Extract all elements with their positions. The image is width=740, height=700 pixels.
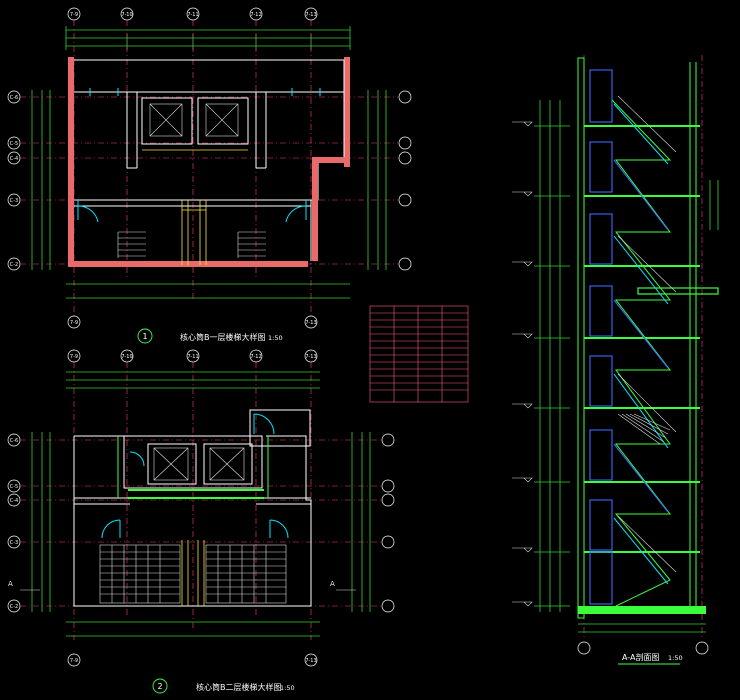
plan2-section-marker-left: A [8,580,13,588]
plan1-axis-left-3: C-3 [10,198,18,204]
plan1-axis-top-1: 7-10 [121,12,132,18]
plan1-axis-top-3: 7-12 [250,12,261,18]
plan2-axis-left-2: C-4 [10,498,18,504]
plan1-title: 核心筒B一层楼梯大样图 [180,332,266,342]
plan2-number: 2 [157,682,162,691]
section-aa: A-A剖面图 1:50 [512,55,719,665]
plan1-axis-top-2: 7-11 [187,12,198,18]
plan2-axis-top-0: 7-9 [70,354,78,360]
plan2-axis-left-0: C-6 [10,438,18,444]
plan2-axis-top-2: 7-11 [187,354,198,360]
plan2-axis-left-3: C-3 [10,540,18,546]
plan2-axis-top-4: 7-13 [305,354,316,360]
elevation-table [369,305,469,403]
plan2-axis-left-4: C-2 [10,604,18,610]
plan2-axis-left-1: C-5 [10,484,18,490]
plan1-axis-top-0: 7-9 [70,12,78,18]
plan-2: 7-9 7-10 7-11 7-12 7-13 C-6 C-5 C-4 C-3 … [7,349,395,694]
plan1-axis-left-0: C-6 [10,95,18,101]
section-scale: 1:50 [668,654,683,662]
plan1-axis-left: C-6 C-5 C-4 C-3 C-2 [7,90,412,271]
plan1-scale: 1:50 [268,334,283,342]
plan2-axis-top: 7-9 7-10 7-11 7-12 7-13 [67,349,318,363]
plan2-axis-top-1: 7-10 [121,354,132,360]
plan-1: 7-9 7-10 7-11 7-12 7-13 C-6 C-5 C-4 C-3 … [7,7,412,344]
plan1-number: 1 [142,332,147,341]
plan2-axis-top-3: 7-12 [250,354,261,360]
plan2-axis-bottom-left: 7-9 [70,658,78,664]
plan2-axis-bottom-right: 7-13 [305,658,316,664]
section-title: A-A剖面图 [622,652,659,662]
plan1-number-bubble [137,328,153,344]
plan1-axis-bottom-right: 7-13 [305,320,316,326]
plan1-axis-left-2: C-4 [10,156,18,162]
plan1-axis-left-4: C-2 [10,262,18,268]
plan2-number-bubble [152,678,168,694]
plan1-axis-left-1: C-5 [10,141,18,147]
plan2-section-marker-right: A [330,580,335,588]
plan2-axis-left: C-6 C-5 C-4 C-3 C-2 [7,433,395,613]
plan1-axis-bottom-left: 7-9 [70,320,78,326]
plan2-scale: 1:50 [280,684,295,692]
plan1-axis-top: 7-9 7-10 7-11 7-12 7-13 [67,7,318,21]
plan1-axis-top-4: 7-13 [305,12,316,18]
plan2-title: 核心筒B二层楼梯大样图 [196,682,282,692]
